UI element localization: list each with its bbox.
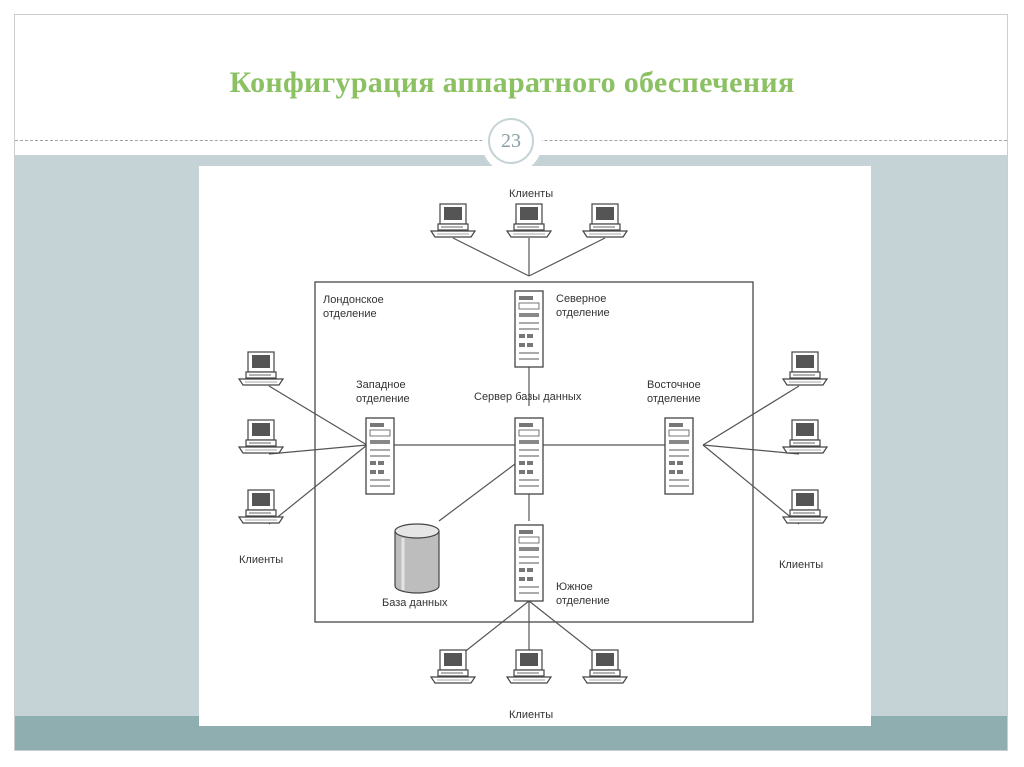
north-branch-server xyxy=(514,290,544,368)
west-branch-server xyxy=(365,417,395,495)
london-branch-label: Лондонское отделение xyxy=(323,294,387,320)
branch-area-box xyxy=(314,281,754,623)
clients-bottom-label: Клиенты xyxy=(509,709,553,721)
east-branch-server xyxy=(664,417,694,495)
client-bottom-1 xyxy=(430,649,476,684)
north-branch-label: Северное отделение xyxy=(556,293,610,319)
east-branch-label: Восточное отделение xyxy=(647,379,704,405)
connections xyxy=(268,237,800,662)
clients-right-label: Клиенты xyxy=(779,559,823,571)
db-server xyxy=(514,417,544,495)
client-top-3 xyxy=(582,203,628,238)
west-branch-label: Западное отделение xyxy=(356,379,410,405)
network-diagram: Клиенты Клиенты Клиенты Клиенты Лондонск xyxy=(199,166,871,726)
network-diagram-svg: Клиенты Клиенты Клиенты Клиенты Лондонск xyxy=(238,188,828,721)
page-number: 23 xyxy=(488,118,534,164)
client-right-1 xyxy=(782,351,828,386)
client-bottom-3 xyxy=(582,649,628,684)
database-icon xyxy=(394,523,440,594)
clients-left-label: Клиенты xyxy=(239,554,283,566)
client-right-2 xyxy=(782,419,828,454)
slide-title: Конфигурация аппаратного обеспечения xyxy=(229,66,795,99)
client-right-3 xyxy=(782,489,828,524)
client-left-3 xyxy=(238,489,284,524)
south-branch-server xyxy=(514,524,544,602)
client-left-2 xyxy=(238,419,284,454)
client-bottom-2 xyxy=(506,649,552,684)
client-left-1 xyxy=(238,351,284,386)
clients-top-label: Клиенты xyxy=(509,188,553,200)
client-top-2 xyxy=(506,203,552,238)
db-server-label: Сервер базы данных xyxy=(474,391,582,403)
client-top-1 xyxy=(430,203,476,238)
south-branch-label: Южное отделение xyxy=(556,581,610,607)
database-label: База данных xyxy=(382,597,448,609)
